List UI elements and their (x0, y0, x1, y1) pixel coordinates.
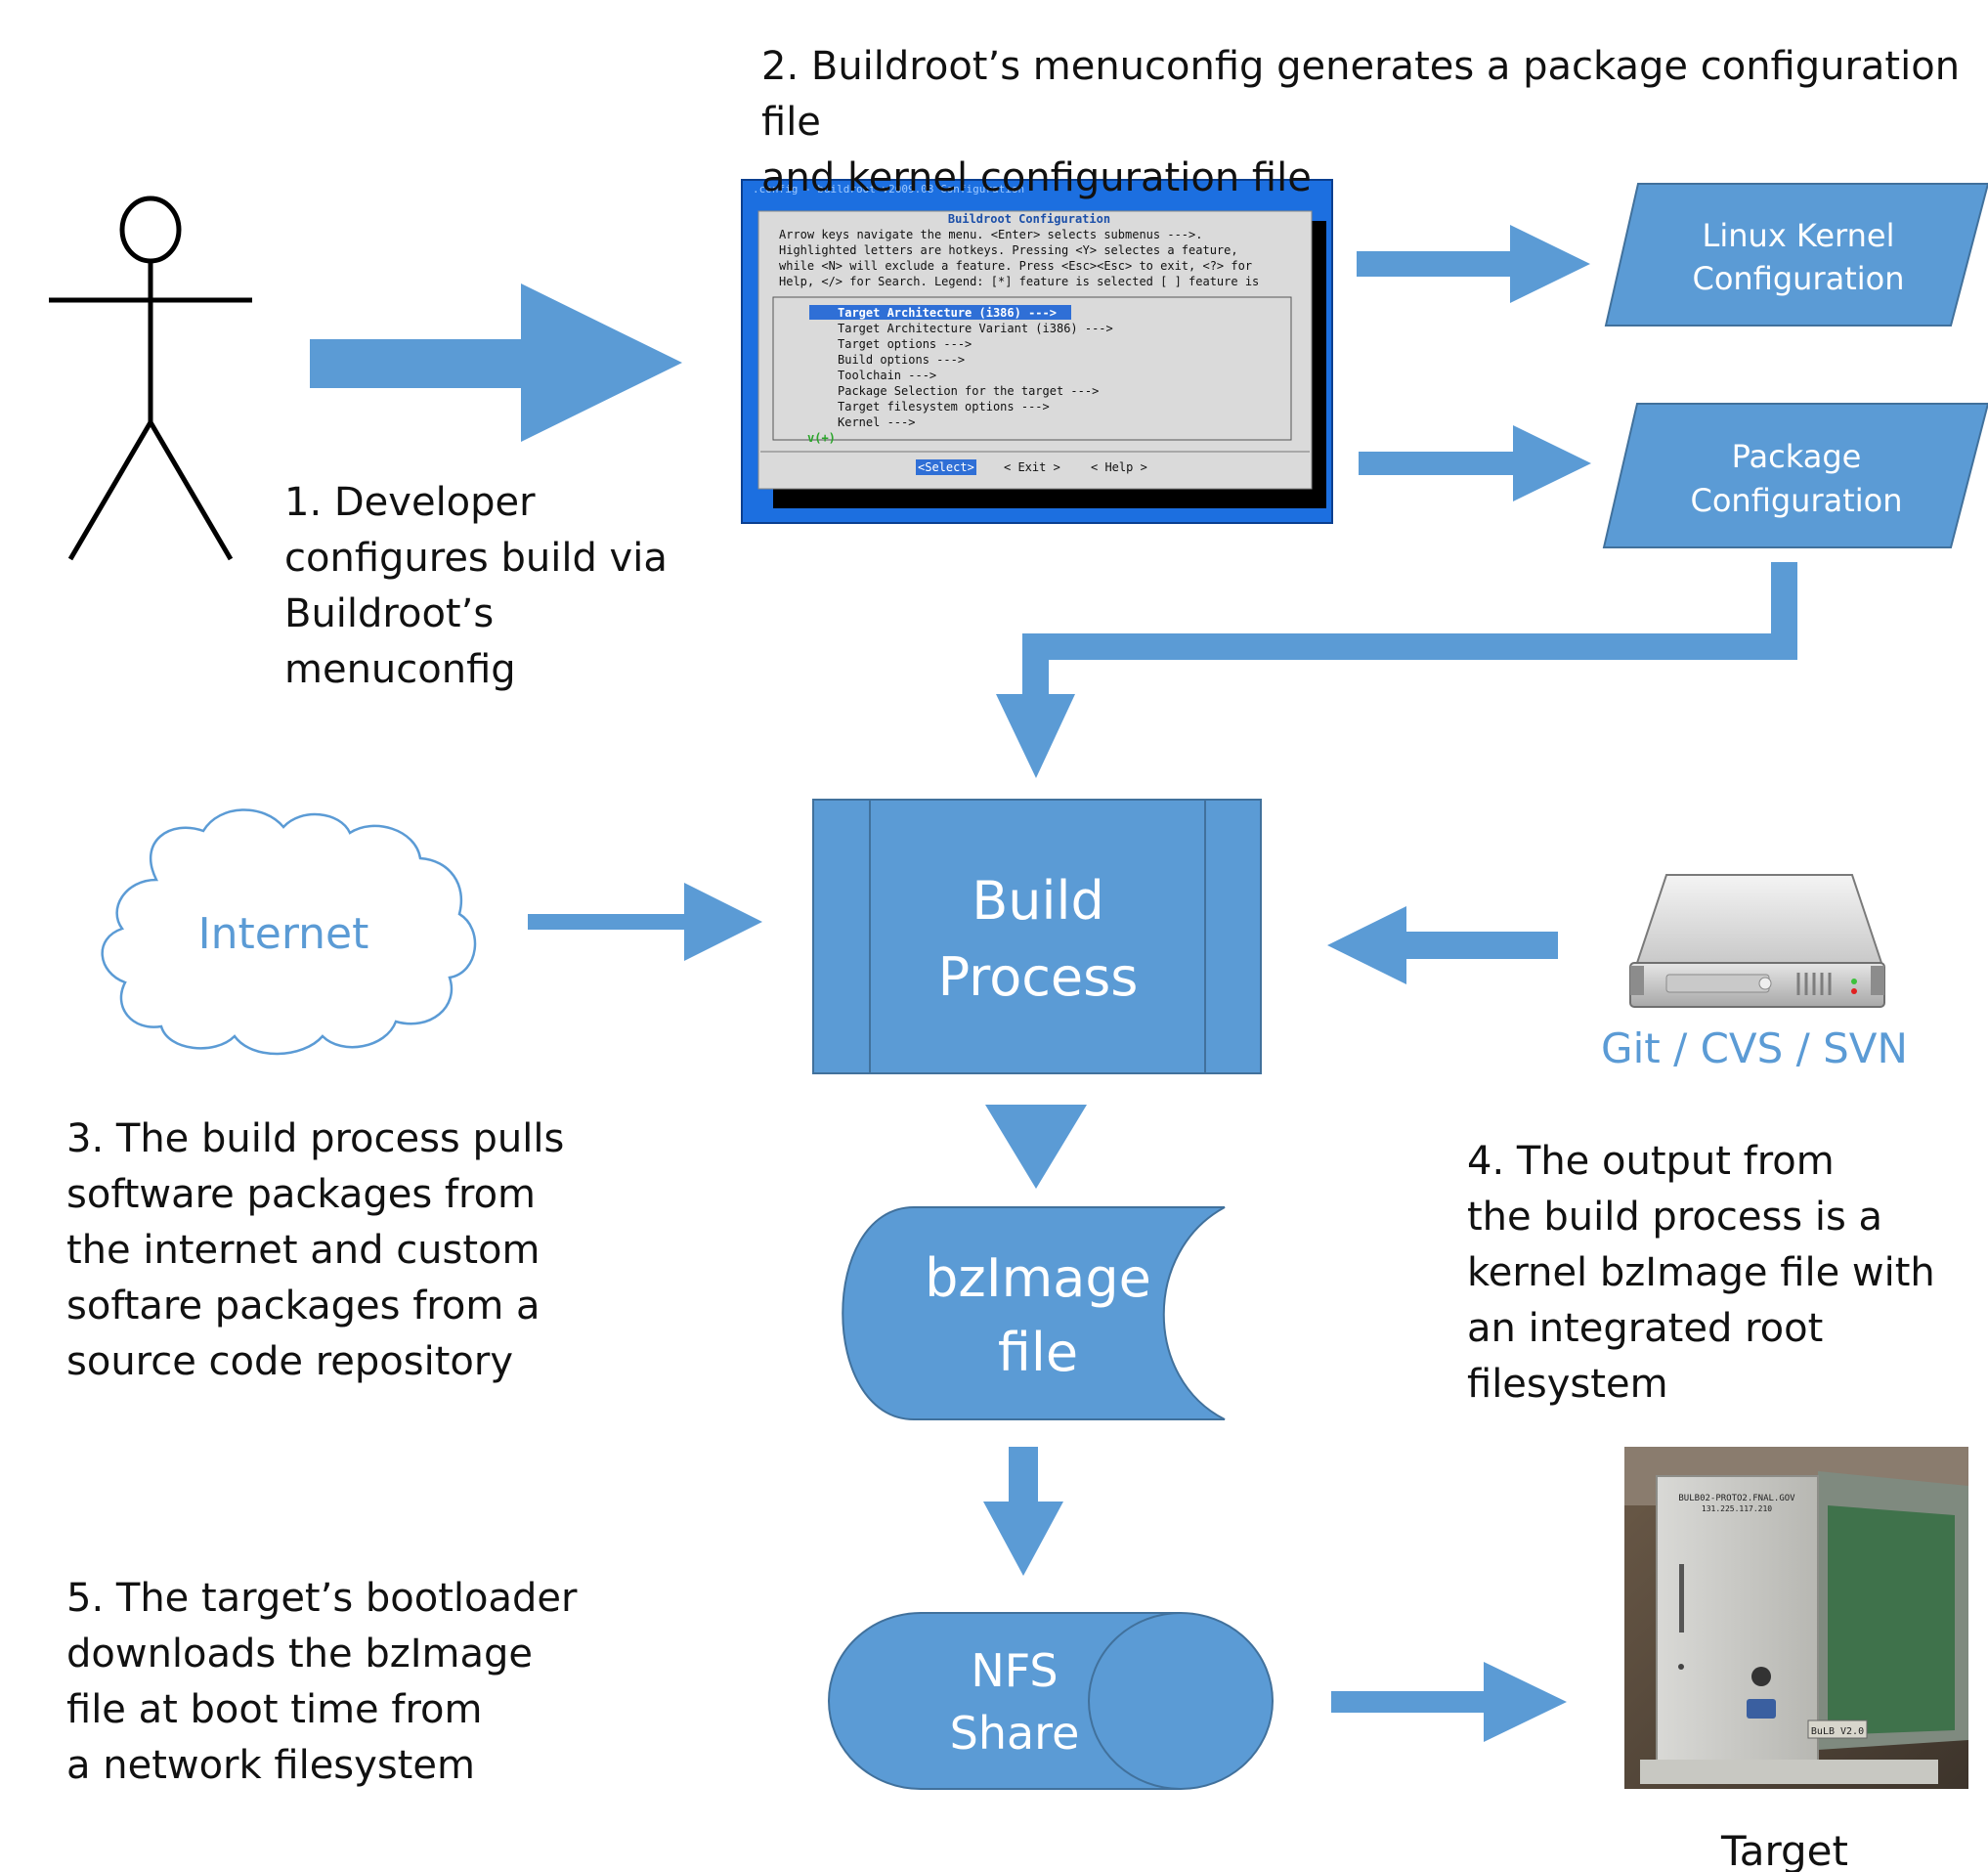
bzimage-file-node: bzImage file (842, 1206, 1226, 1420)
package-configuration-label: Configuration (1690, 482, 1902, 519)
menuconfig-title-bar: .config - buildroot v2009.08 Configurati… (753, 183, 1024, 196)
server-icon (1629, 874, 1885, 1008)
menuconfig-help-line: Highlighted letters are hotkeys. Pressin… (779, 243, 1238, 257)
step-5-line: a network filesystem (66, 1743, 475, 1788)
build-process-label: Build (972, 870, 1104, 932)
step-4-line: kernel bzImage file with (1467, 1250, 1935, 1295)
repository-label: Git / CVS / SVN (1601, 1024, 1908, 1072)
step-3-line: softare packages from a (66, 1284, 540, 1328)
step-5-description: 5. The target’s bootloader downloads the … (66, 1571, 594, 1794)
arrow-bzimage-to-nfs (983, 1447, 1063, 1576)
nfs-share-label: Share (950, 1707, 1080, 1760)
menuconfig-more-indicator: v(+) (807, 431, 836, 445)
menuconfig-help-line: Help, </> for Search. Legend: [*] featur… (779, 275, 1259, 288)
target-device-photo: BuLB V2.0 BULB02-PROTO2.FNAL.GOV 131.225… (1624, 1447, 1968, 1789)
step-4-line: the build process is a (1467, 1195, 1883, 1240)
menuconfig-menu-list: Target Architecture (i386) ---> Target Ar… (838, 306, 1113, 429)
menuconfig-buttons: <Select> < Exit > < Help > (918, 460, 1147, 474)
menuconfig-help-line: Arrow keys navigate the menu. <Enter> se… (779, 228, 1202, 241)
menuconfig-button[interactable]: <Select> (918, 460, 974, 474)
menuconfig-help-line: while <N> will exclude a feature. Press … (779, 259, 1252, 273)
arrow-internet-to-build (528, 883, 762, 961)
menuconfig-menu-item[interactable]: Target Architecture (i386) ---> (838, 306, 1057, 320)
device-ip-label: 131.225.117.210 (1702, 1504, 1772, 1513)
menuconfig-menu-item[interactable]: Target filesystem options ---> (838, 400, 1050, 414)
step-2-line: 2. Buildroot’s menuconfig generates a pa… (761, 44, 1961, 145)
step-1-line: Buildroot’s (284, 591, 495, 636)
arrow-to-linux-kernel-config (1357, 225, 1590, 303)
step-3-line: software packages from (66, 1172, 536, 1217)
step-3-line: the internet and custom (66, 1228, 540, 1273)
internet-label: Internet (198, 909, 369, 959)
device-hostname-label: BULB02-PROTO2.FNAL.GOV (1678, 1494, 1795, 1503)
step-5-line: downloads the bzImage (66, 1632, 533, 1676)
menuconfig-menu-item[interactable]: Target Architecture Variant (i386) ---> (838, 322, 1113, 335)
developer-stick-figure-icon (49, 196, 252, 561)
step-1-line: 1. Developer (284, 480, 536, 525)
build-process-label: Process (938, 946, 1139, 1008)
arrow-repository-to-build (1327, 906, 1558, 984)
nfs-share-label: NFS (971, 1644, 1058, 1697)
step-3-line: source code repository (66, 1339, 513, 1384)
menuconfig-button[interactable]: < Exit > (1004, 460, 1060, 474)
bzimage-file-label: file (998, 1322, 1078, 1383)
step-2-line: and kernel configuration file (761, 155, 1312, 200)
internet-cloud-icon: Internet (101, 808, 477, 1056)
connector-package-config-to-build (996, 562, 1797, 778)
menuconfig-menu-item[interactable]: Package Selection for the target ---> (838, 384, 1099, 398)
linux-kernel-configuration-label: Configuration (1692, 260, 1904, 297)
nfs-share-node: NFS Share (828, 1612, 1274, 1790)
menuconfig-dialog-title: Buildroot Configuration (948, 212, 1110, 226)
step-4-description: 4. The output from the build process is a… (1467, 1134, 1975, 1413)
arrow-build-to-bzimage (985, 1105, 1087, 1189)
bzimage-file-label: bzImage (925, 1247, 1151, 1309)
menuconfig-button[interactable]: < Help > (1091, 460, 1147, 474)
step-2-description: 2. Buildroot’s menuconfig generates a pa… (761, 39, 1988, 206)
device-model-label: BuLB V2.0 (1811, 1726, 1864, 1737)
menuconfig-help-text: Arrow keys navigate the menu. <Enter> se… (779, 228, 1259, 288)
arrow-to-package-config (1359, 425, 1591, 501)
menuconfig-menu-item[interactable]: Kernel ---> (838, 415, 915, 429)
target-label: Target (1720, 1827, 1848, 1872)
linux-kernel-configuration-label: Linux Kernel (1703, 217, 1895, 254)
step-5-line: file at boot time from (66, 1687, 483, 1732)
step-5-line: 5. The target’s bootloader (66, 1576, 578, 1621)
step-3-description: 3. The build process pulls software packa… (66, 1111, 575, 1390)
step-4-line: an integrated root filesystem (1467, 1306, 1824, 1407)
menuconfig-menu-item[interactable]: Build options ---> (838, 353, 965, 367)
menuconfig-screenshot: .config - buildroot v2009.08 Configurati… (741, 179, 1333, 524)
menuconfig-menu-item[interactable]: Toolchain ---> (838, 369, 936, 382)
step-1-line: menuconfig (284, 647, 516, 692)
step-1-line: configures build via (284, 536, 668, 581)
arrow-nfs-to-target (1331, 1662, 1567, 1742)
step-4-line: 4. The output from (1467, 1139, 1835, 1184)
step-3-line: 3. The build process pulls (66, 1116, 565, 1161)
package-configuration-label: Package (1732, 438, 1862, 475)
arrow-developer-to-menuconfig (310, 283, 682, 442)
menuconfig-menu-item[interactable]: Target options ---> (838, 337, 972, 351)
